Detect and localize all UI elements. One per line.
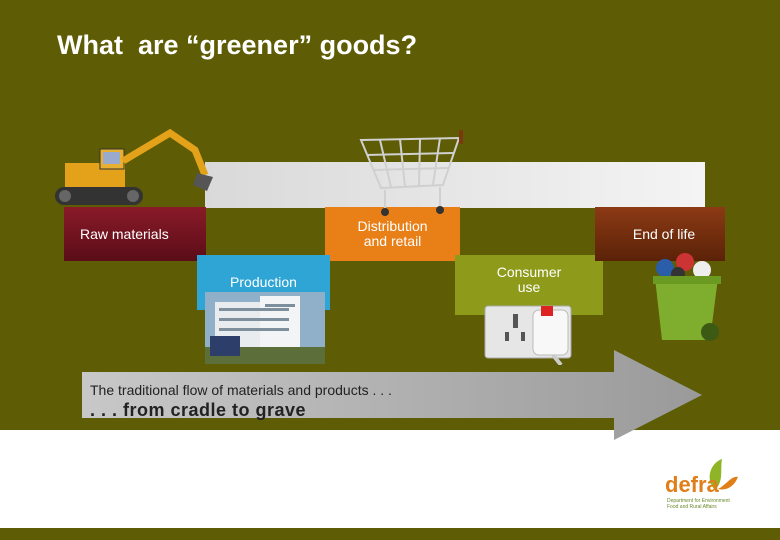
bottom-bar <box>0 528 780 540</box>
defra-logo-text: defra <box>665 472 719 497</box>
power-socket-icon <box>484 305 572 365</box>
distribution-label-line2: and retail <box>363 233 422 249</box>
end-of-life-label: End of life <box>632 225 696 242</box>
production-label: Production <box>230 274 297 290</box>
consumer-label-line2: use <box>517 279 541 295</box>
defra-leaf-icon <box>709 459 738 490</box>
raw-materials-label: Raw materials <box>80 225 169 242</box>
shopping-cart-icon <box>359 130 463 216</box>
stage-end-of-life: End of life <box>595 207 725 261</box>
consumer-label: Consumer use <box>497 265 562 295</box>
factory-building-icon <box>205 292 325 364</box>
consumer-label-line1: Consumer <box>496 264 562 280</box>
wheelie-bin-icon <box>653 253 721 341</box>
flow-caption: The traditional flow of materials and pr… <box>90 382 392 398</box>
distribution-label: Distribution and retail <box>357 219 427 249</box>
distribution-label-line1: Distribution <box>357 218 428 234</box>
cradle-caption: . . . from cradle to grave <box>90 400 307 420</box>
stage-raw-materials: Raw materials <box>64 207 206 261</box>
defra-tagline: Department for Environment Food and Rura… <box>667 498 730 510</box>
slide-title: What are “greener” goods? <box>57 30 418 60</box>
top-band <box>205 162 705 208</box>
footer-area <box>0 430 780 528</box>
excavator-icon <box>55 128 213 205</box>
stage-distribution: Distribution and retail <box>325 207 460 261</box>
stage-consumer-use: Consumer use <box>455 255 603 315</box>
